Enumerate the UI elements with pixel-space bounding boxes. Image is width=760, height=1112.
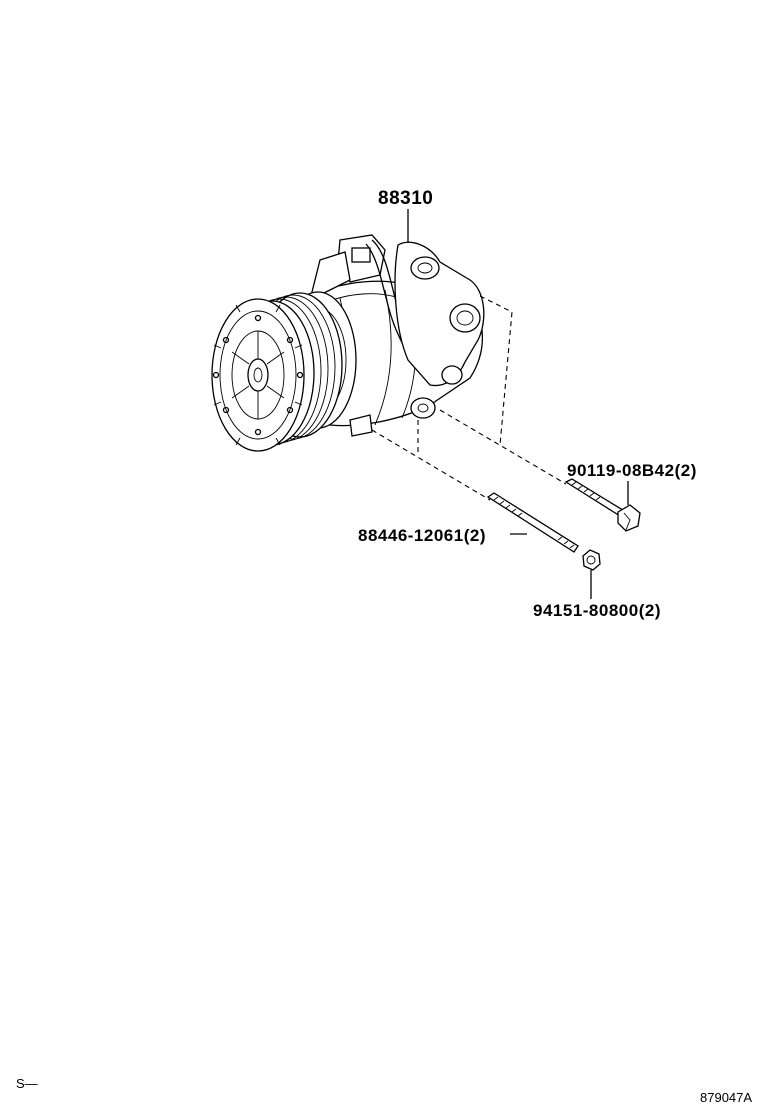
assembly-guide-lines [371,295,567,501]
ac-compressor-drawing[interactable] [211,234,485,452]
diagram-id: 879047A [700,1090,752,1105]
part-label-compressor[interactable]: 88310 [378,188,433,209]
part-number-stud: 88446-12061 [358,526,464,545]
nut-94151-drawing[interactable] [582,549,601,571]
leader-lines [407,209,629,599]
part-label-bolt[interactable]: 90119-08B42(2) [567,461,697,480]
bolt-90119-drawing[interactable] [564,478,641,532]
rear-head [394,241,485,387]
footer-left-code: S— [16,1076,38,1091]
part-qty-stud: (2) [464,526,486,545]
part-number-bolt: 90119-08B42 [567,461,675,480]
part-label-stud[interactable]: 88446-12061(2) [358,526,486,545]
mounting-bosses [349,397,436,437]
part-qty-bolt: (2) [675,461,697,480]
clutch-plate [211,298,305,452]
stud-88446-drawing[interactable] [486,492,579,553]
part-qty-nut: (2) [639,601,661,620]
part-number-nut: 94151-80800 [533,601,639,620]
part-label-nut[interactable]: 94151-80800(2) [533,601,661,620]
